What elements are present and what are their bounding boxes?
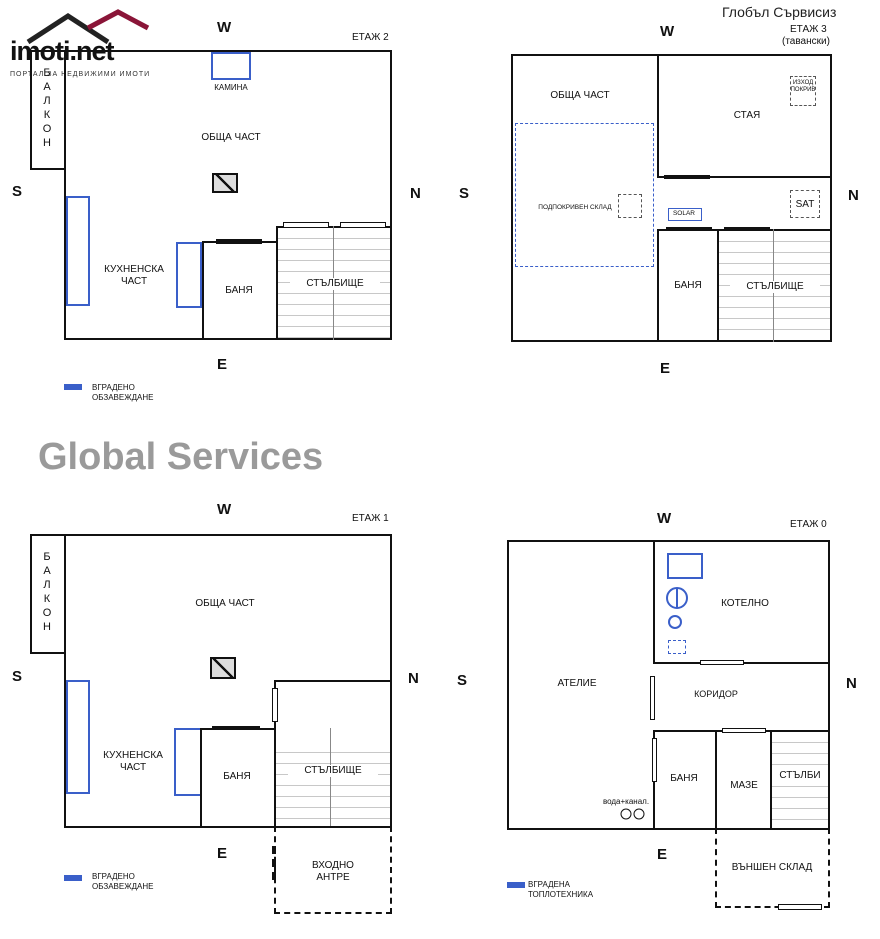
bathroom-door xyxy=(666,227,712,231)
room-label: СТАЯ xyxy=(733,110,761,121)
attic-storage-label: ПОДПОКРИВЕН СКЛАД xyxy=(538,204,612,211)
stairs-label: СТЪЛБИЩЕ xyxy=(290,278,380,290)
common-area-label: ОБЩА ЧАСТ xyxy=(201,132,261,143)
water-drain-icon xyxy=(620,808,645,820)
compass-n: N xyxy=(846,675,857,692)
compass-n: N xyxy=(408,670,419,687)
compass-n: N xyxy=(410,185,421,202)
balcony xyxy=(30,534,66,654)
window xyxy=(283,222,329,228)
compass-e: E xyxy=(657,846,668,863)
watermark-global-services: Global Services xyxy=(38,436,324,478)
window xyxy=(724,227,770,231)
compass-e: E xyxy=(217,845,228,862)
boiler-unit-icon xyxy=(666,587,688,629)
bathroom-label: БАНЯ xyxy=(223,771,251,782)
heating-box xyxy=(668,640,686,654)
floor-subtitle: (тавански) xyxy=(782,36,830,47)
chimney xyxy=(210,657,236,679)
builtin-furniture xyxy=(176,242,202,308)
bathroom-door xyxy=(216,239,262,244)
attic-storage xyxy=(515,123,654,267)
legend-label: ВГРАДЕНА ТОПЛОТЕХНИКА xyxy=(528,880,594,899)
bathroom-door xyxy=(652,738,657,782)
floor-title: ЕТАЖ 1 xyxy=(352,513,389,524)
stairs-label: СТЪЛБИЩЕ xyxy=(730,281,820,293)
fireplace-label: КАМИНА xyxy=(214,83,248,92)
stairs-label: СТЪЛБИЩЕ xyxy=(288,765,378,777)
fireplace xyxy=(211,52,251,80)
entrance-door xyxy=(272,846,282,880)
solar-box xyxy=(668,208,702,221)
staircase xyxy=(276,742,390,826)
window xyxy=(340,222,386,228)
outer-storage xyxy=(715,828,830,908)
compass-w: W xyxy=(217,501,232,518)
floor-title: ЕТАЖ 2 xyxy=(352,32,389,43)
builtin-furniture xyxy=(174,728,202,796)
logo-roof-icon xyxy=(26,9,150,45)
bathroom-label: БАНЯ xyxy=(670,773,698,784)
floor-title: ЕТАЖ 0 xyxy=(790,519,827,530)
compass-n: N xyxy=(848,187,859,204)
watermark-top: Глобъл Сървисиз xyxy=(722,4,837,20)
compass-w: W xyxy=(660,23,675,40)
cellar-label: МАЗЕ xyxy=(730,780,758,791)
outer-storage-label: ВЪНШЕН СКЛАД xyxy=(731,862,813,873)
boiler-label: КОТЕЛНО xyxy=(721,598,769,609)
entrance-label: ВХОДНО АНТРЕ xyxy=(312,860,354,883)
compass-s: S xyxy=(12,668,23,685)
storage-hatch xyxy=(618,194,642,218)
kitchen-label: КУХНЕНСКА ЧАСТ xyxy=(104,264,164,287)
sat-box xyxy=(790,190,820,218)
storage-door xyxy=(778,904,822,910)
kitchen-label: КУХНЕНСКА ЧАСТ xyxy=(103,750,163,773)
boiler-tank xyxy=(667,553,703,579)
solar-label: SOLAR xyxy=(672,210,696,217)
corridor-door xyxy=(650,676,655,720)
stairs-label: СТЪЛБИ xyxy=(772,770,828,782)
compass-e: E xyxy=(660,360,671,377)
corridor-label: КОРИДОР xyxy=(694,689,738,699)
balcony xyxy=(30,50,66,170)
roof-exit-label: ИЗХОД ПОКРИВ xyxy=(790,80,816,93)
builtin-furniture xyxy=(66,680,90,794)
room-door xyxy=(664,175,710,179)
compass-e: E xyxy=(217,356,228,373)
compass-w: W xyxy=(657,510,672,527)
legend-swatch xyxy=(64,384,82,390)
compass-s: S xyxy=(12,183,23,200)
legend-label: ВГРАДЕНО ОБЗАВЕЖДАНЕ xyxy=(92,383,154,402)
stairs-divider xyxy=(330,728,331,826)
common-area-label: ОБЩА ЧАСТ xyxy=(550,90,610,101)
atelier-label: АТЕЛИЕ xyxy=(557,678,597,689)
logo-tagline: ПОРТАЛ ЗА НЕДВИЖИМИ ИМОТИ xyxy=(10,71,151,78)
sat-label: SAT xyxy=(795,199,815,210)
cellar-door xyxy=(722,728,766,733)
builtin-furniture xyxy=(66,196,90,306)
bathroom-door xyxy=(212,726,260,730)
legend-swatch xyxy=(507,882,525,888)
legend-label: ВГРАДЕНО ОБЗАВЕЖДАНЕ xyxy=(92,872,154,891)
chimney xyxy=(212,173,238,193)
common-area-label: ОБЩА ЧАСТ xyxy=(195,598,255,609)
roof-exit xyxy=(790,76,816,106)
window xyxy=(272,688,278,722)
compass-s: S xyxy=(459,185,470,202)
compass-s: S xyxy=(457,672,468,689)
water-label: вода+канал. xyxy=(602,797,650,806)
compass-w: W xyxy=(217,19,232,36)
floor-title: ЕТАЖ 3 xyxy=(790,24,827,35)
legend-swatch xyxy=(64,875,82,881)
room xyxy=(657,54,832,178)
boiler-door xyxy=(700,660,744,665)
bathroom-label: БАНЯ xyxy=(674,280,702,291)
bathroom-label: БАНЯ xyxy=(225,285,253,296)
